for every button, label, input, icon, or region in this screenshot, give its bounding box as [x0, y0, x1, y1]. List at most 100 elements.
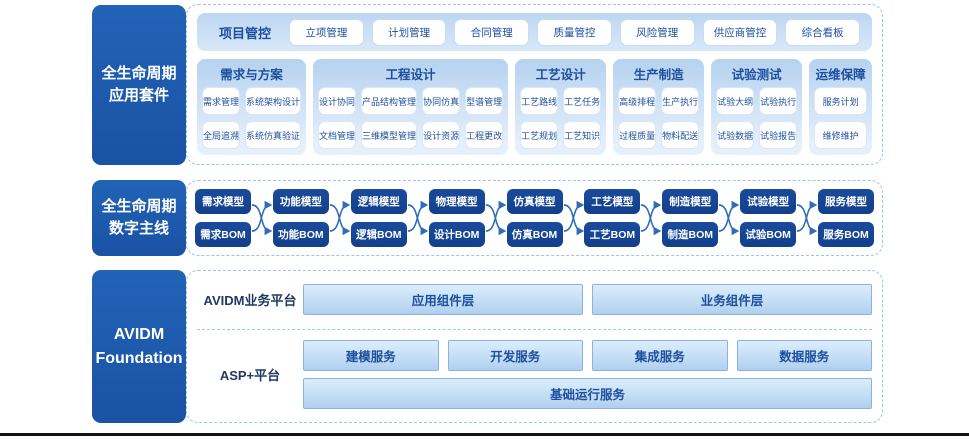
thread-pair: 仿真模型 仿真BOM [506, 189, 563, 247]
panel-engineering-design: 工程设计 设计协同 产品结构管理 协同仿真 型谱管理 文档管理 三维模型管理 设… [313, 59, 509, 155]
panel-title: 工程设计 [385, 68, 436, 82]
module-chip: 设计资源 [422, 121, 461, 149]
module-chip: 协同仿真 [422, 87, 461, 115]
panel-title: 生产制造 [633, 68, 684, 82]
bom-box: 需求BOM [195, 222, 251, 247]
foundation-container: AVIDM业务平台 应用组件层 业务组件层 ASP+平台 建模服务 开发服务 集… [186, 270, 883, 423]
panel-title: 需求与方案 [220, 68, 283, 82]
bom-box: 服务BOM [818, 222, 874, 247]
panel-title: 试验测试 [731, 68, 782, 82]
module-chip-contract-management: 合同管理 [454, 18, 530, 46]
module-chip: 高级排程 [618, 87, 657, 115]
model-box: 需求模型 [195, 189, 251, 214]
thread-pair: 制造模型 制造BOM [662, 189, 719, 247]
swap-arrows-icon [563, 200, 584, 236]
module-chip: 需求管理 [202, 87, 241, 115]
module-chip: 服务计划 [814, 87, 867, 115]
service-bar-modeling: 建模服务 [303, 340, 439, 371]
thread-pair: 试验模型 试验BOM [740, 189, 797, 247]
asp-platform-row: ASP+平台 建模服务 开发服务 集成服务 数据服务 基础运行服务 [197, 340, 872, 409]
bom-box: 功能BOM [272, 222, 329, 247]
model-box: 试验模型 [740, 189, 797, 214]
bom-box: 制造BOM [662, 222, 719, 247]
sidebar-label-digital-thread: 全生命周期 数字主线 [92, 180, 186, 256]
module-chip: 工艺规划 [520, 121, 559, 149]
module-chip: 维修维护 [814, 121, 867, 149]
service-bar-integration: 集成服务 [592, 340, 728, 371]
digital-thread-container: 需求模型 需求BOM 功能模型 功能BOM 逻辑模型 逻辑BOM 物理模型 设计… [186, 180, 883, 256]
thread-pair: 功能模型 功能BOM [272, 189, 329, 247]
project-control-row: 项目管控 立项管理 计划管理 合同管理 质量管控 风险管理 供应商管控 综合看板 [197, 13, 872, 51]
model-box: 仿真模型 [506, 189, 563, 214]
module-chip-plan-management: 计划管理 [371, 18, 447, 46]
model-box: 制造模型 [662, 189, 719, 214]
swap-arrows-icon [407, 200, 429, 236]
asp-platform-label: ASP+平台 [219, 368, 281, 383]
module-chip-supplier-control: 供应商管控 [702, 18, 778, 46]
foundation-separator [197, 329, 872, 330]
module-chip: 试验执行 [759, 87, 798, 115]
service-bar-data: 数据服务 [736, 340, 872, 371]
module-chip: 过程质量 [618, 121, 657, 149]
sidebar-label-lifecycle-suite: 全生命周期 应用套件 [92, 5, 186, 165]
module-chip: 物料配送 [661, 121, 700, 149]
bom-box: 仿真BOM [506, 222, 563, 247]
bom-box: 工艺BOM [584, 222, 641, 247]
service-bar-development: 开发服务 [447, 340, 583, 371]
module-chip-project-initiation: 立项管理 [289, 18, 364, 46]
panel-production: 生产制造 高级排程 生产执行 过程质量 物料配送 [613, 59, 705, 155]
panel-test: 试验测试 试验大纲 试验执行 试验数据 试验报告 [711, 59, 803, 155]
model-box: 服务模型 [818, 189, 874, 214]
module-chip: 工艺路线 [520, 87, 559, 115]
module-chip: 产品结构管理 [361, 87, 418, 115]
sidebar-label-avidm-foundation: AVIDM Foundation [92, 270, 186, 423]
swap-arrows-icon [718, 200, 740, 236]
bom-box: 试验BOM [740, 222, 797, 247]
panel-process-design: 工艺设计 工艺路线 工艺任务 工艺规划 工艺知识 [515, 59, 607, 155]
module-chip: 系统架构设计 [245, 87, 302, 115]
slide-bottom-rule [0, 433, 969, 436]
model-box: 功能模型 [272, 189, 329, 214]
swap-arrows-icon [796, 200, 818, 236]
thread-pair: 物理模型 设计BOM [428, 189, 485, 247]
module-chip: 设计协同 [318, 87, 357, 115]
module-chip: 试验报告 [759, 121, 798, 149]
module-chip-quality-control: 质量管控 [537, 18, 612, 46]
module-chip: 型谱管理 [465, 87, 504, 115]
module-chip: 工艺知识 [563, 121, 602, 149]
business-platform-row: AVIDM业务平台 应用组件层 业务组件层 [197, 284, 872, 315]
module-chip: 试验大纲 [716, 87, 755, 115]
panel-maintenance: 运维保障 服务计划 维修维护 [809, 59, 872, 155]
suite-panels-row: 需求与方案 需求管理 系统架构设计 全局追溯 系统仿真验证 工程设计 设计协同 … [197, 59, 872, 155]
thread-pair: 需求模型 需求BOM [195, 189, 251, 247]
module-chip: 文档管理 [318, 121, 357, 149]
service-bar-base-runtime: 基础运行服务 [303, 378, 872, 409]
swap-arrows-icon [485, 200, 506, 236]
model-box: 物理模型 [428, 189, 485, 214]
swap-arrows-icon [251, 200, 273, 236]
layer-bar-application-components: 应用组件层 [303, 284, 583, 315]
module-chip: 系统仿真验证 [245, 121, 302, 149]
module-chip-risk-management: 风险管理 [619, 18, 695, 46]
panel-title: 工艺设计 [535, 68, 586, 82]
module-chip: 试验数据 [716, 121, 755, 149]
module-chip-dashboard: 综合看板 [785, 18, 861, 46]
module-chip: 全局追溯 [202, 121, 241, 149]
thread-pair: 逻辑模型 逻辑BOM [350, 189, 407, 247]
thread-pair: 工艺模型 工艺BOM [584, 189, 641, 247]
bom-box: 逻辑BOM [350, 222, 407, 247]
model-box: 逻辑模型 [350, 189, 407, 214]
layer-bar-business-components: 业务组件层 [592, 284, 872, 315]
module-chip: 工程更改 [465, 121, 504, 149]
swap-arrows-icon [329, 200, 351, 236]
thread-pair: 服务模型 服务BOM [818, 189, 874, 247]
swap-arrows-icon [641, 200, 662, 236]
module-chip: 生产执行 [661, 87, 700, 115]
panel-title: 运维保障 [815, 68, 866, 82]
project-control-label: 项目管控 [218, 25, 271, 41]
module-chip: 三维模型管理 [361, 121, 418, 149]
suite-container: 项目管控 立项管理 计划管理 合同管理 质量管控 风险管理 供应商管控 综合看板… [186, 4, 883, 165]
panel-requirements: 需求与方案 需求管理 系统架构设计 全局追溯 系统仿真验证 [197, 59, 307, 155]
business-platform-label: AVIDM业务平台 [203, 293, 297, 308]
